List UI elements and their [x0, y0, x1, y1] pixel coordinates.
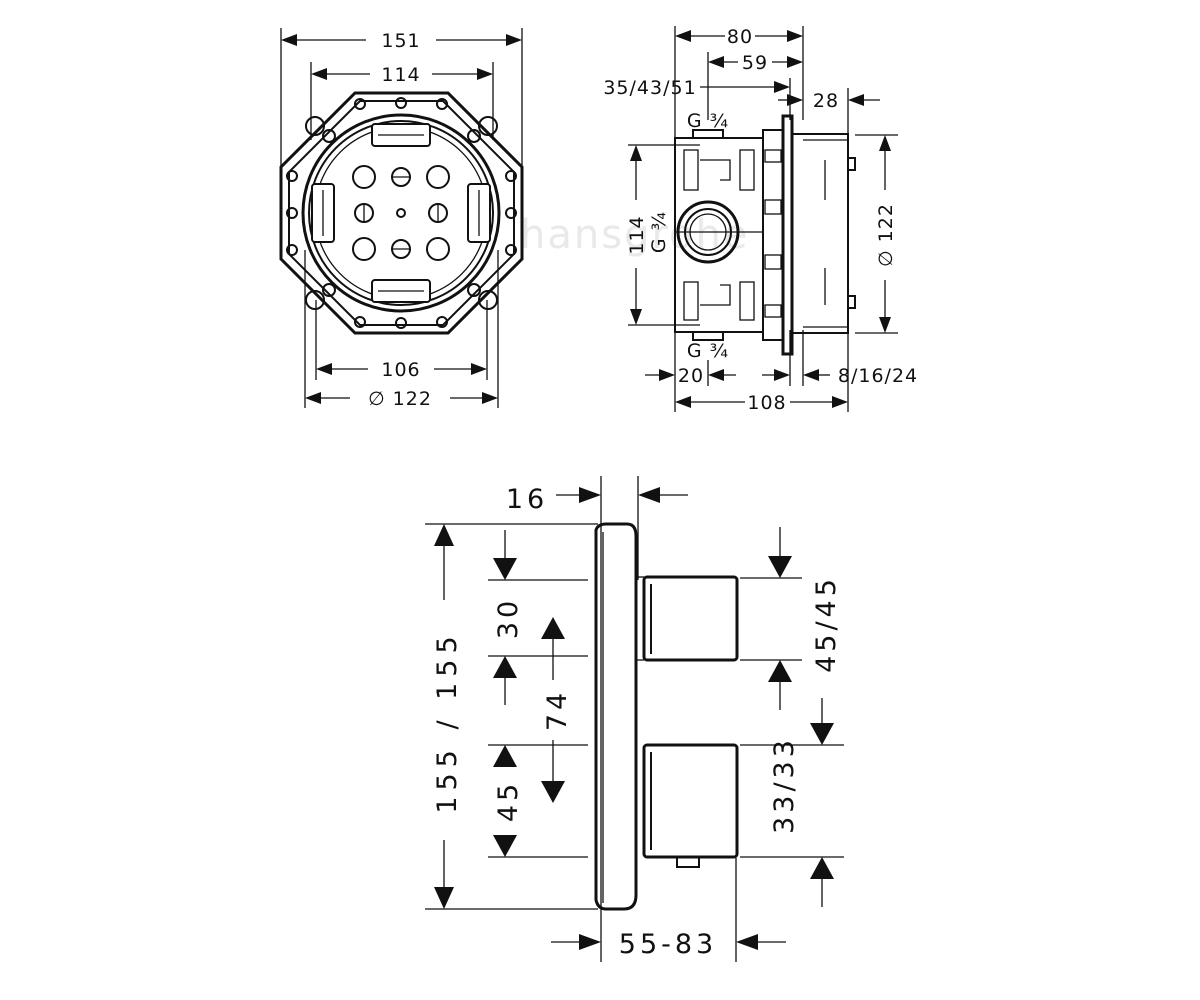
dim-lower-offset: 45: [493, 780, 524, 822]
dim-projection: 55-83: [619, 929, 717, 960]
dim-handle-spacing: 74: [542, 689, 573, 731]
dim-top-offset: 30: [493, 597, 524, 639]
dim-lower-handle: 33/33: [769, 736, 800, 834]
dim-plate-thickness: 16: [506, 484, 548, 515]
trim-side-view: 16 155 / 155 30 74 45 45/45 33/33 55-83: [425, 476, 844, 962]
label-thread-top: G ¾: [687, 110, 729, 132]
mounting-box-front-view: 151 114 106 ∅ 122: [279, 28, 524, 410]
dim-diameter-side: ∅ 122: [875, 203, 897, 267]
dim-upper-handle: 45/45: [811, 575, 842, 673]
dim-depth-80: 80: [727, 26, 753, 48]
dim-bottom-20: 20: [678, 365, 704, 387]
label-thread-bottom: G ¾: [687, 340, 729, 362]
dim-diameter: ∅ 122: [368, 388, 432, 410]
mounting-box-side-view: hansgrohe: [520, 26, 918, 414]
dim-height-114: 114: [626, 215, 648, 254]
dim-bottom-range: 8/16/24: [838, 365, 918, 387]
dim-depth-range: 35/43/51: [603, 77, 696, 99]
dim-overall-width: 151: [381, 30, 420, 52]
dim-overall-depth: 108: [747, 392, 786, 414]
dim-mount-spacing: 106: [381, 359, 420, 381]
dim-depth-59: 59: [742, 52, 768, 74]
dim-plate-height: 155 / 155: [432, 630, 463, 813]
dim-inner-width: 114: [381, 64, 420, 86]
label-thread-side: G ¾: [648, 211, 670, 253]
dim-offset-28: 28: [813, 90, 839, 112]
